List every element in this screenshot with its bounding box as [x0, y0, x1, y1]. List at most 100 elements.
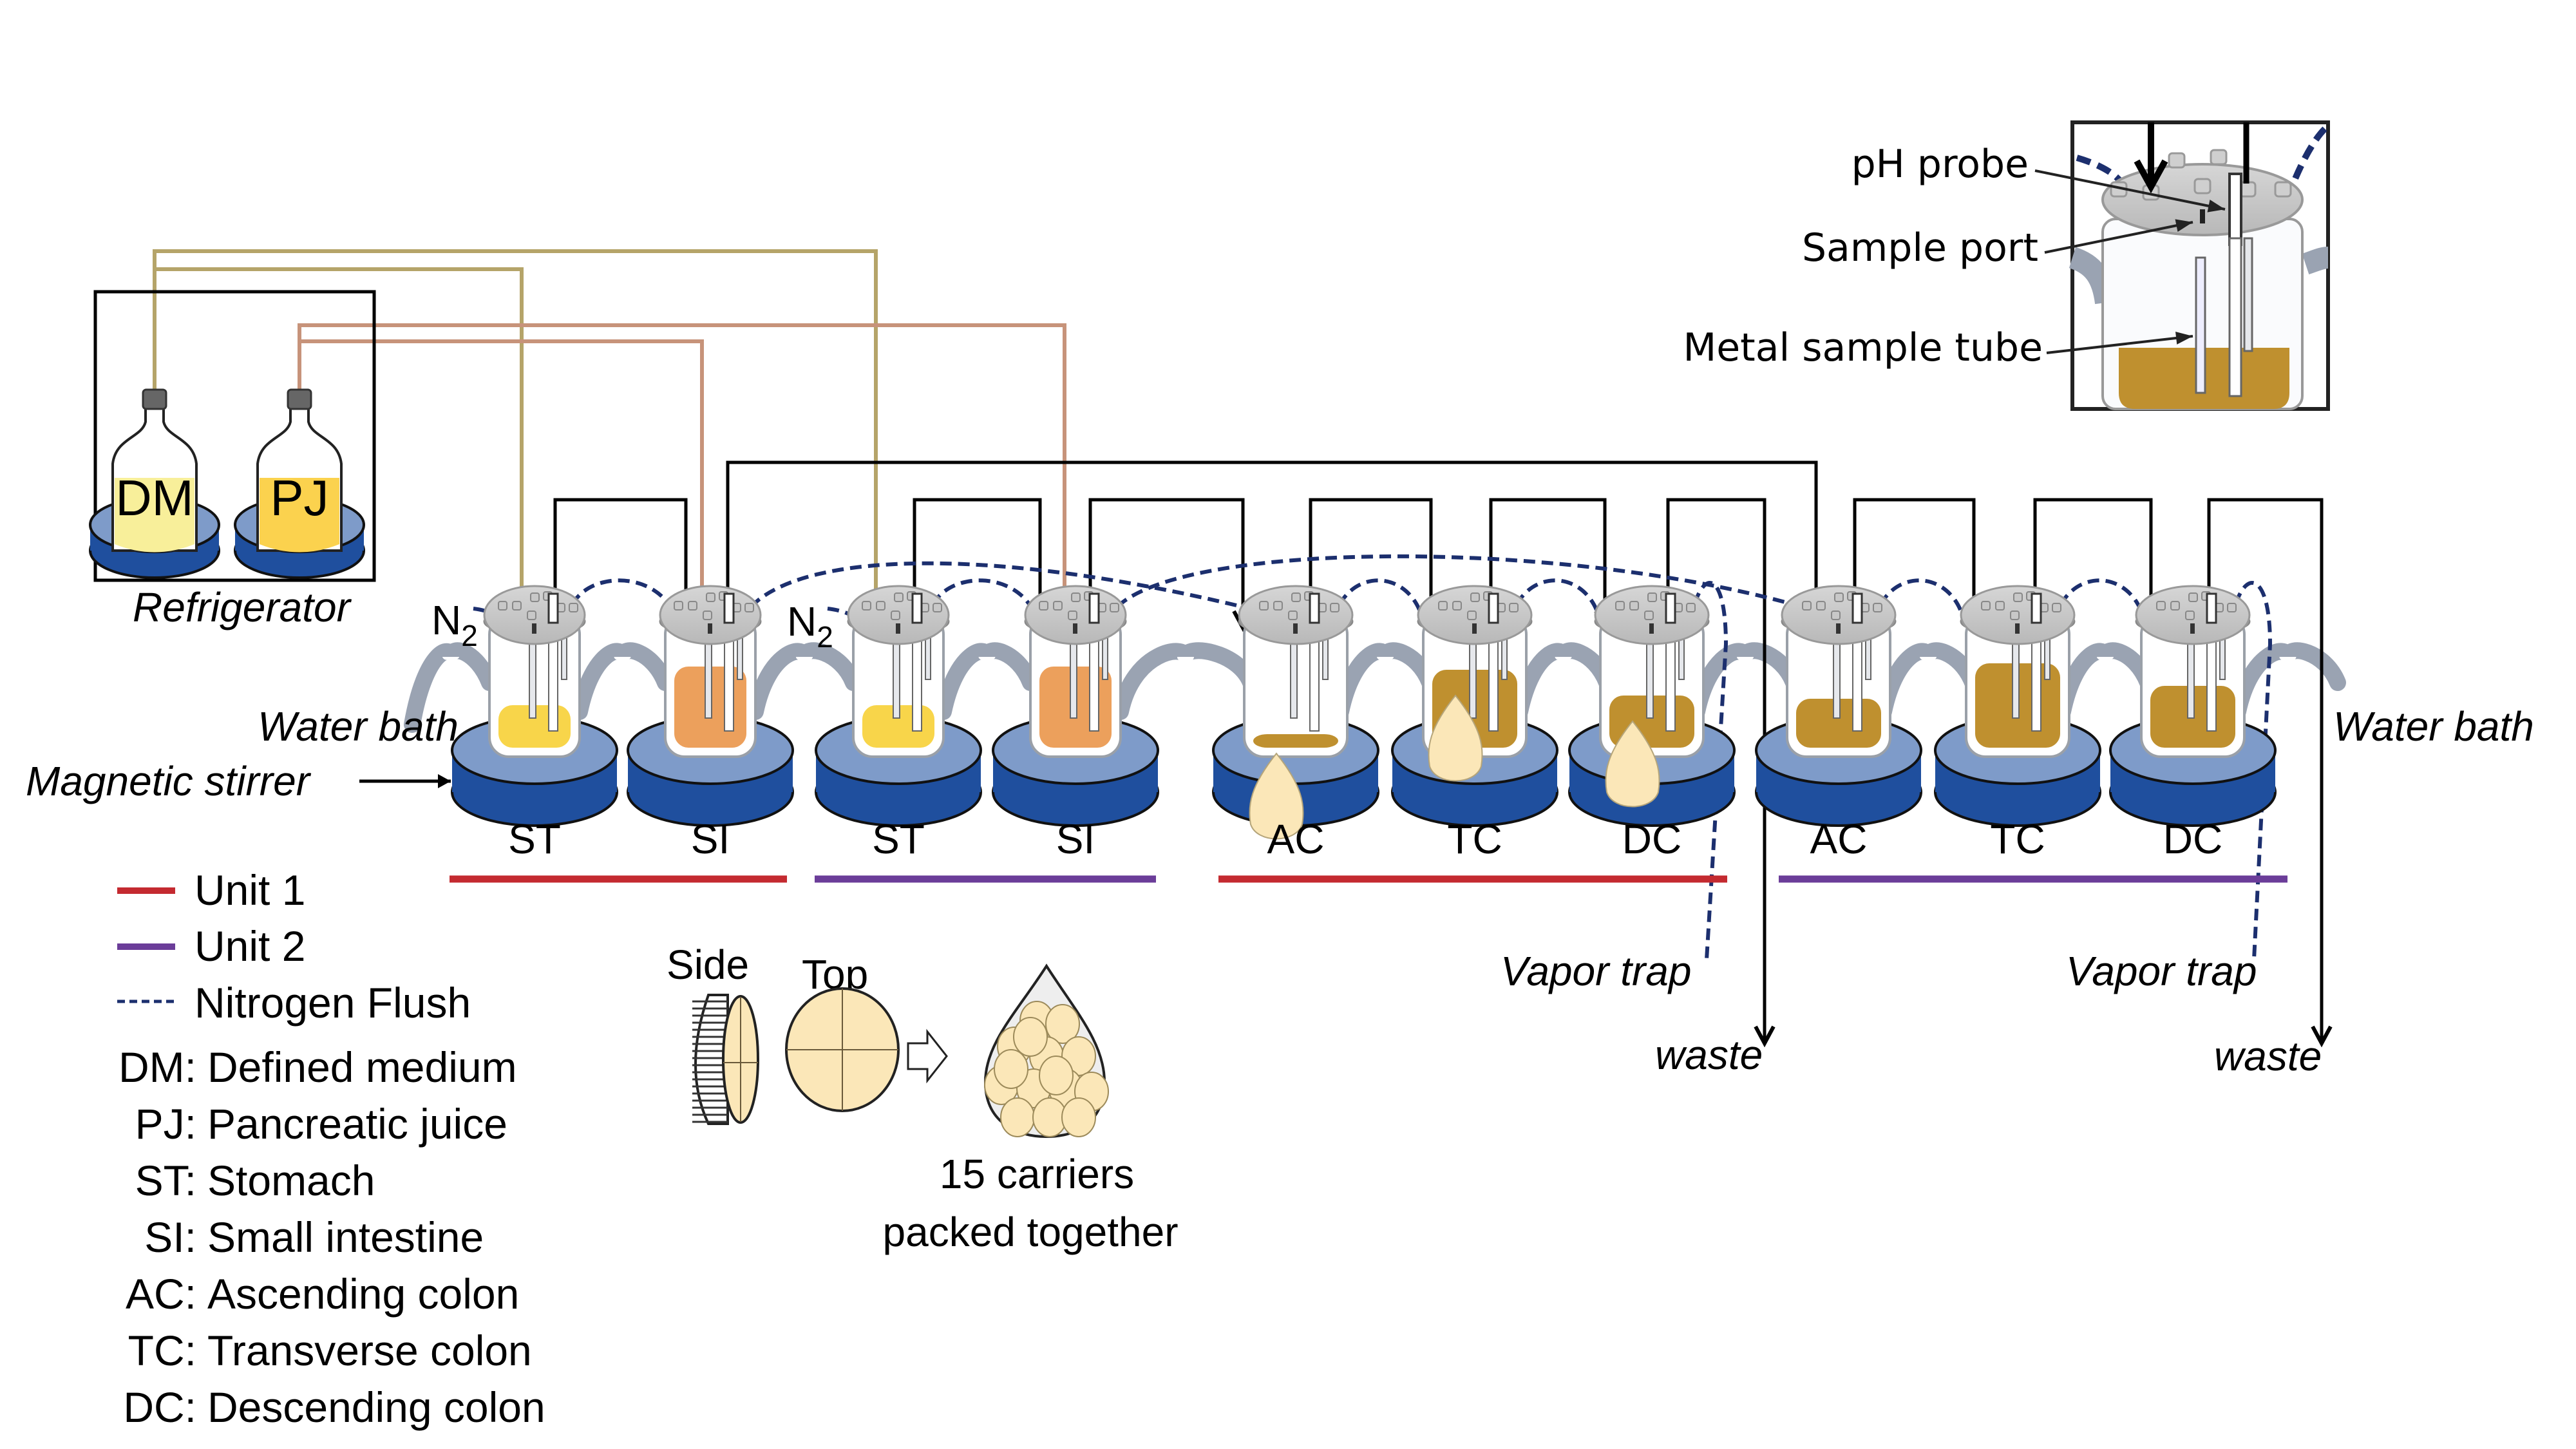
packed-carrier [994, 1049, 1028, 1089]
lid-port [1288, 611, 1298, 620]
carrier-caption-line2: packed together [883, 1209, 1179, 1255]
inset-n2-line-left [2076, 155, 2128, 194]
carrier-bag [1605, 720, 1660, 808]
lid-port [1259, 601, 1269, 611]
legend-abbr: PJ: [135, 1100, 196, 1148]
lid-port [1071, 592, 1081, 602]
vessel-st: ST [451, 585, 618, 862]
lid-port [1509, 603, 1519, 612]
inset-pointer-1 [2044, 221, 2193, 254]
flow-st-si-unit1 [553, 498, 688, 628]
vessel-label: ST [508, 816, 561, 862]
water-bath-label-right: Water bath [2333, 703, 2534, 750]
sample-port [2190, 623, 2195, 634]
sample-port [1472, 623, 1477, 634]
pj-feed-line-unit2 [298, 323, 1066, 628]
vapor-trap-label-2: Vapor trap [2066, 948, 2257, 994]
lid-port [530, 592, 540, 602]
ph-probe-top [2206, 592, 2217, 624]
sample-tube [1833, 634, 1841, 719]
metal-tube [1102, 634, 1108, 680]
legend-meaning: Small intestine [207, 1213, 484, 1261]
lid-port [1615, 601, 1625, 611]
water-bath-label-left: Water bath [258, 703, 459, 750]
sample-tube [2187, 634, 2195, 719]
water-bath-hose [935, 642, 1039, 720]
legend-abbr: ST: [135, 1157, 196, 1204]
inset-lid-port [2274, 181, 2292, 198]
carrier-illustration: Side Top 15 carriers packed together [667, 942, 1179, 1255]
inset-lid-port [2210, 149, 2228, 166]
inset-sample-port [2200, 209, 2205, 223]
lid-port [703, 611, 712, 620]
vessel-label: SI [1056, 816, 1095, 862]
vessel-label: AC [1267, 816, 1325, 862]
vessel-dc: DC [2109, 585, 2277, 862]
waste-label-2: waste [2214, 1033, 2322, 1079]
carrier-bag [1249, 752, 1304, 840]
sample-port [532, 623, 536, 634]
flow-dc-waste-unit2 [2207, 498, 2324, 1043]
water-bath-hose [1112, 642, 1259, 720]
lid-port [2156, 601, 2166, 611]
flow-tc-dc-unit1 [1489, 498, 1607, 628]
ph-probe [1665, 634, 1676, 732]
legend-meaning: Transverse colon [207, 1327, 532, 1374]
water-bath-hose [1689, 642, 1802, 720]
n2-si-ac-unit1 [739, 561, 1237, 623]
lid-port [2188, 592, 2198, 602]
lid-port [1647, 592, 1657, 602]
vessel-ac: AC [1755, 585, 1922, 862]
sample-tube [1070, 634, 1077, 719]
flow-dc-waste-unit1-arrowhead-icon [1754, 1025, 1776, 1048]
vessel-dc: DC [1568, 585, 1736, 862]
water-bath-hose [1875, 642, 1981, 720]
ph-probe-top [1665, 592, 1676, 624]
vessel-ac: AC [1212, 585, 1379, 862]
sample-port [708, 623, 712, 634]
vessel-label: DC [2163, 816, 2222, 862]
lid-port [688, 601, 697, 611]
lid-port [894, 592, 904, 602]
inset-n2-line-right [2286, 126, 2327, 194]
legend-abbr: TC: [128, 1327, 196, 1374]
sample-tube [705, 634, 712, 719]
flow-tc-dc-unit2 [2033, 498, 2153, 628]
bottle-label: PJ [270, 469, 328, 526]
inset-ph-probe-body [2228, 237, 2242, 397]
carrier-arrow-icon [907, 1028, 948, 1084]
inset-pointer-2 [2046, 335, 2193, 354]
vessel-label: DC [1622, 816, 1681, 862]
legend-abbr: SI: [144, 1213, 196, 1261]
legend-meaning: Descending colon [207, 1383, 545, 1431]
inset-pointer-0 [2034, 169, 2226, 211]
packed-carrier [1000, 1097, 1035, 1137]
ph-probe-top [1088, 592, 1100, 624]
vessel-label: AC [1810, 816, 1868, 862]
bottle-liquid [260, 478, 339, 553]
lid-port [512, 601, 522, 611]
sample-tube [1469, 634, 1477, 719]
lid-port [1831, 611, 1841, 620]
n2-label-1: N2 [431, 597, 478, 652]
bottle-liquid [115, 478, 194, 553]
ph-probe-top [723, 592, 735, 624]
flow-ac-tc-unit2 [1853, 498, 1976, 628]
legend-abbr: AC: [126, 1270, 196, 1318]
inset-metal-sample-tube [2195, 256, 2206, 394]
lid-port [1995, 601, 2005, 611]
lid-port [1053, 601, 1063, 611]
vessel-detail-inset: pH probe Sample port Metal sample tube [1683, 120, 2330, 411]
flow-ac-tc-unit1 [1309, 498, 1433, 628]
lid-port [2170, 601, 2180, 611]
inset-label-metal-sample-tube: Metal sample tube [1683, 325, 2043, 370]
inset-pointer-arrowhead-icon [2207, 200, 2225, 213]
carrier-caption-line1: 15 carriers [940, 1151, 1134, 1197]
lid-port [498, 601, 507, 611]
water-bath-hose [571, 642, 674, 720]
ph-probe-top [911, 592, 923, 624]
vessel-label: TC [1447, 816, 1502, 862]
water-bath-hose [1511, 642, 1615, 720]
magnetic-stirrer-arrowhead-icon [438, 774, 451, 788]
